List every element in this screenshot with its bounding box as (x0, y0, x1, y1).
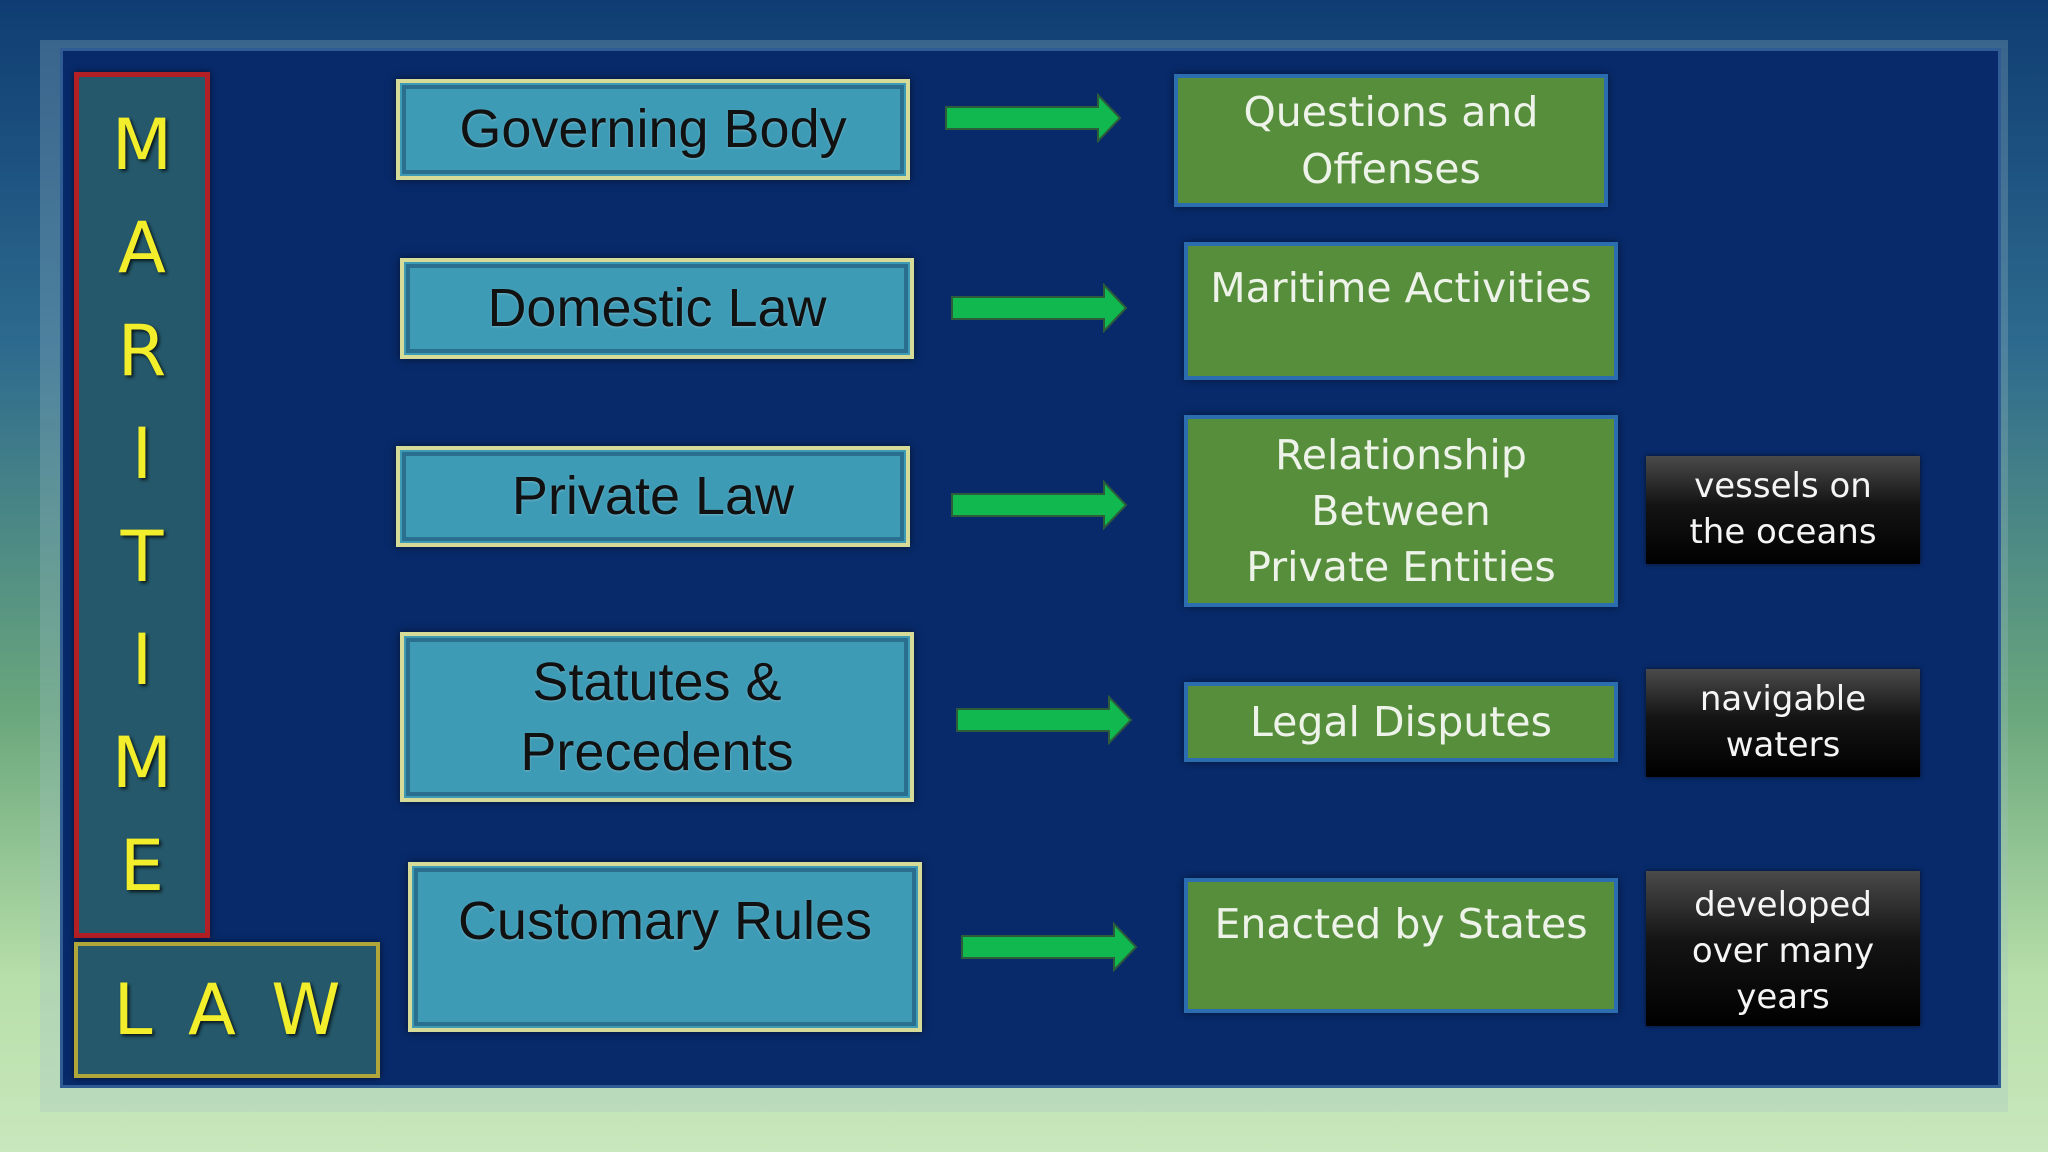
right-arrow (951, 283, 1128, 333)
note-developed-many-years: developed over many years (1646, 871, 1920, 1026)
law-horizontal-title: L A W (74, 942, 380, 1078)
title-letter: A (118, 206, 166, 289)
box-label: Governing Body (459, 99, 847, 160)
title-letter: R (117, 309, 167, 392)
right-arrow (945, 93, 1122, 143)
box-label: Maritime Activities (1210, 264, 1592, 312)
note-text: navigable waters (1699, 679, 1867, 765)
box-label: Relationship Between Private Entities (1246, 430, 1556, 592)
box-customary-rules: Customary Rules (408, 862, 922, 1032)
right-arrow (956, 695, 1133, 745)
box-label: Questions and Offenses (1243, 88, 1539, 193)
note-text: vessels on the oceans (1689, 466, 1877, 552)
box-label: Domestic Law (487, 278, 827, 339)
box-domestic-law: Domestic Law (400, 258, 914, 359)
box-private-law: Private Law (396, 446, 910, 547)
title-letter: A (187, 969, 236, 1051)
box-enacted-by-states: Enacted by States (1184, 878, 1618, 1013)
title-letter: I (131, 618, 153, 701)
note-navigable-waters: navigable waters (1646, 669, 1920, 777)
maritime-vertical-title: M A R I T I M E (74, 72, 210, 938)
box-label: Statutes & Precedents (520, 651, 794, 782)
title-letter: I (131, 412, 153, 495)
note-vessels-oceans: vessels on the oceans (1646, 456, 1920, 564)
box-legal-disputes: Legal Disputes (1184, 682, 1618, 762)
box-label: Enacted by States (1214, 900, 1588, 948)
box-label: Legal Disputes (1250, 697, 1552, 746)
title-letter: M (111, 103, 173, 186)
title-letter: L (113, 969, 153, 1051)
box-relationship-private-entities: Relationship Between Private Entities (1184, 415, 1618, 607)
box-label: Customary Rules (457, 891, 873, 951)
box-governing-body: Governing Body (396, 79, 910, 180)
box-label: Private Law (511, 466, 795, 527)
title-letter: E (119, 824, 165, 907)
box-statutes-precedents: Statutes & Precedents (400, 632, 914, 802)
title-letter: T (120, 515, 164, 598)
title-letter: W (271, 969, 341, 1051)
box-questions-offenses: Questions and Offenses (1174, 74, 1608, 207)
right-arrow (961, 922, 1138, 972)
note-text: developed over many years (1691, 885, 1875, 1017)
box-maritime-activities: Maritime Activities (1184, 242, 1618, 380)
right-arrow (951, 480, 1128, 530)
title-letter: M (111, 721, 173, 804)
